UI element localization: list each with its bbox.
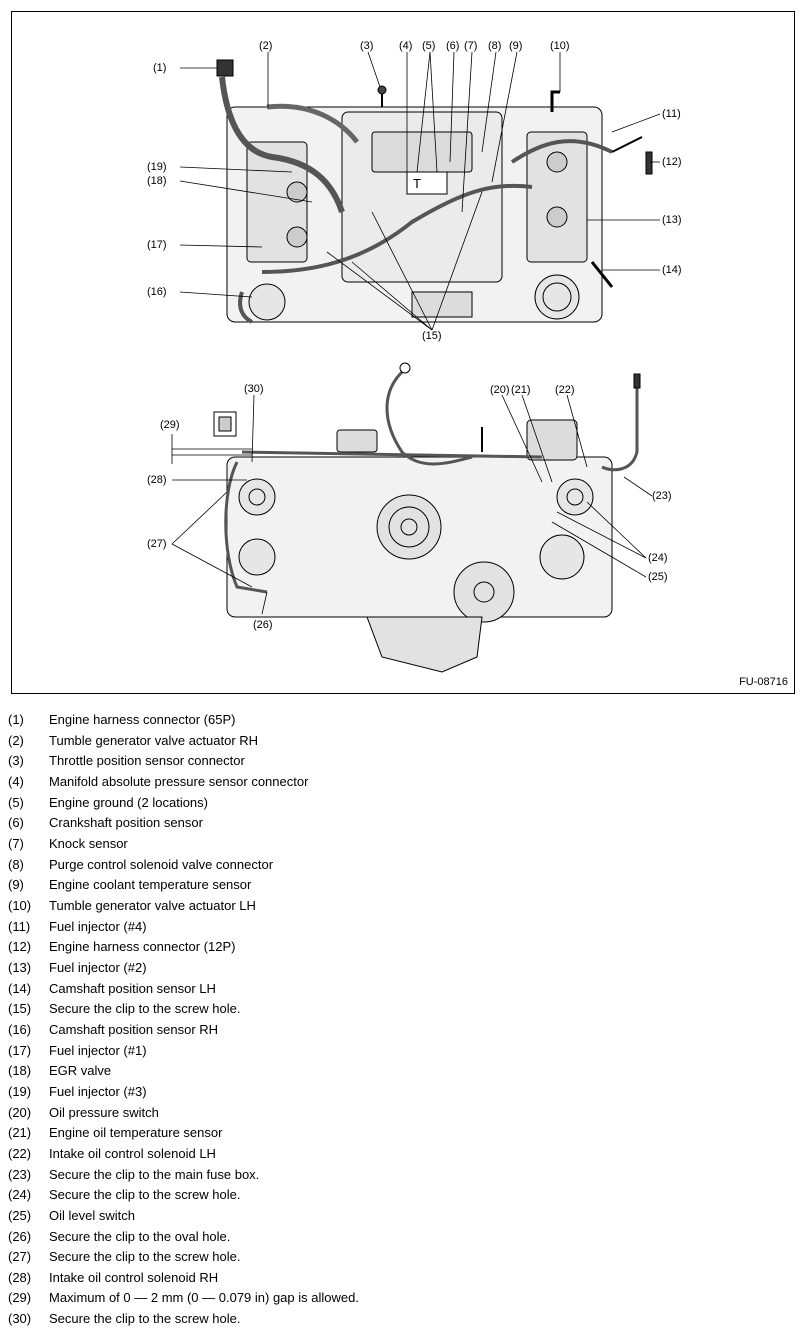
figure-id: FU-08716 bbox=[739, 676, 788, 688]
legend-item-number: (17) bbox=[8, 1042, 32, 1058]
callout-17: (17) bbox=[147, 239, 167, 251]
legend-item-text: Oil pressure switch bbox=[49, 1104, 159, 1120]
legend-item-number: (13) bbox=[8, 959, 32, 975]
legend-item-text: Intake oil control solenoid LH bbox=[49, 1145, 216, 1161]
legend-item-number: (6) bbox=[8, 815, 24, 831]
legend-item-text: Secure the clip to the screw hole. bbox=[49, 1311, 241, 1327]
legend-item-text: Secure the clip to the oval hole. bbox=[49, 1228, 231, 1244]
callout-3: (3) bbox=[360, 40, 374, 52]
callout-10: (10) bbox=[550, 40, 570, 52]
legend-item-text: Throttle position sensor connector bbox=[49, 753, 245, 769]
legend-item-number: (11) bbox=[8, 918, 31, 934]
legend-item-text: Engine ground (2 locations) bbox=[49, 794, 208, 810]
legend-item-text: Engine coolant temperature sensor bbox=[49, 877, 252, 893]
legend-item-text: Secure the clip to the screw hole. bbox=[49, 1001, 241, 1017]
callout-28: (28) bbox=[147, 474, 167, 486]
center-mark-text: T bbox=[413, 176, 421, 191]
legend-item-number: (26) bbox=[8, 1228, 32, 1244]
legend-item-text: Secure the clip to the main fuse box. bbox=[49, 1166, 260, 1182]
legend-item-number: (25) bbox=[8, 1207, 32, 1223]
legend-item-text: Purge control solenoid valve connector bbox=[49, 856, 274, 872]
legend-item-number: (30) bbox=[8, 1311, 32, 1327]
callout-23: (23) bbox=[652, 490, 672, 502]
legend-item-number: (23) bbox=[8, 1166, 32, 1182]
legend-item-number: (4) bbox=[8, 773, 24, 789]
legend-item-text: Fuel injector (#3) bbox=[49, 1083, 147, 1099]
callout-16: (16) bbox=[147, 286, 167, 298]
callout-12: (12) bbox=[662, 156, 682, 168]
callout-24: (24) bbox=[648, 552, 668, 564]
legend-item-text: Maximum of 0 — 2 mm (0 — 0.079 in) gap i… bbox=[49, 1290, 359, 1306]
callout-2: (2) bbox=[259, 40, 273, 52]
legend-item-number: (12) bbox=[8, 939, 32, 955]
legend-item-text: Crankshaft position sensor bbox=[49, 815, 203, 831]
legend-item-number: (14) bbox=[8, 980, 32, 996]
callout-25: (25) bbox=[648, 571, 668, 583]
legend-item-number: (21) bbox=[8, 1125, 32, 1141]
front-engine-view bbox=[213, 362, 641, 673]
callout-26: (26) bbox=[253, 619, 273, 631]
legend-item-number: (9) bbox=[8, 877, 24, 893]
callout-11: (11) bbox=[662, 108, 681, 120]
legend-item-number: (3) bbox=[8, 753, 24, 769]
legend-item-number: (5) bbox=[8, 794, 24, 810]
legend-item-number: (18) bbox=[8, 1063, 32, 1079]
legend-item-text: Engine harness connector (65P) bbox=[49, 712, 236, 727]
legend-item-number: (28) bbox=[8, 1269, 32, 1285]
leader-lines-front bbox=[171, 394, 653, 615]
callout-30: (30) bbox=[244, 383, 264, 395]
legend-item-text: Engine harness connector (12P) bbox=[49, 939, 236, 955]
legend-item-text: Camshaft position sensor LH bbox=[49, 980, 216, 996]
callout-20: (20) bbox=[490, 384, 510, 396]
legend-item-number: (20) bbox=[8, 1104, 32, 1120]
callout-18: (18) bbox=[147, 175, 167, 187]
callout-1: (1) bbox=[153, 62, 167, 74]
callout-7: (7) bbox=[464, 40, 478, 52]
legend-item-text: Fuel injector (#1) bbox=[49, 1042, 147, 1058]
legend-item-text: Engine oil temperature sensor bbox=[49, 1125, 223, 1141]
legend-item-text: Secure the clip to the screw hole. bbox=[49, 1249, 241, 1265]
callout-15: (15) bbox=[422, 330, 442, 342]
callout-6: (6) bbox=[446, 40, 460, 52]
callout-4: (4) bbox=[399, 40, 413, 52]
legend-item-number: (8) bbox=[8, 856, 24, 872]
callout-13: (13) bbox=[662, 214, 682, 226]
legend-item-number: (24) bbox=[8, 1187, 32, 1203]
callout-5: (5) bbox=[422, 40, 436, 52]
legend-item-text: Intake oil control solenoid RH bbox=[49, 1269, 219, 1285]
legend-item-number: (22) bbox=[8, 1145, 32, 1161]
callout-22: (22) bbox=[555, 384, 575, 396]
legend-item-text: Camshaft position sensor RH bbox=[49, 1021, 219, 1037]
legend-item-number: (27) bbox=[8, 1249, 32, 1265]
legend-item-number: (1) bbox=[8, 712, 24, 727]
top-engine-view bbox=[216, 59, 653, 324]
legend-item-number: (29) bbox=[8, 1290, 32, 1306]
callout-8: (8) bbox=[488, 40, 502, 52]
legend-item-text: Secure the clip to the screw hole. bbox=[49, 1187, 241, 1203]
legend-item-text: Fuel injector (#2) bbox=[49, 959, 147, 975]
legend-item-number: (7) bbox=[8, 835, 24, 851]
callout-14: (14) bbox=[662, 264, 682, 276]
legend-item-number: (15) bbox=[8, 1001, 32, 1017]
legend-item-text: Tumble generator valve actuator LH bbox=[49, 897, 256, 913]
callout-19: (19) bbox=[147, 161, 167, 173]
legend-item-number: (2) bbox=[8, 732, 24, 748]
callout-29: (29) bbox=[160, 419, 180, 431]
leader-lines-top bbox=[179, 51, 661, 331]
legend-item-text: Manifold absolute pressure sensor connec… bbox=[49, 773, 309, 789]
legend-item-number: (19) bbox=[8, 1083, 32, 1099]
legend-item-text: Tumble generator valve actuator RH bbox=[49, 732, 259, 748]
legend-item-text: EGR valve bbox=[49, 1063, 112, 1079]
legend-item-number: (16) bbox=[8, 1021, 32, 1037]
callout-27: (27) bbox=[147, 538, 167, 550]
callout-9: (9) bbox=[509, 40, 523, 52]
legend-item-text: Fuel injector (#4) bbox=[49, 918, 147, 934]
legend-item-number: (10) bbox=[8, 897, 32, 913]
legend-item-text: Oil level switch bbox=[49, 1207, 135, 1223]
callout-21: (21) bbox=[511, 384, 531, 396]
legend-item-text: Knock sensor bbox=[49, 835, 128, 851]
diagram-frame: T (1) (2) (3) (4) (5) (6) (7) (8) (9) (1… bbox=[11, 11, 795, 694]
engine-harness-illustration: T bbox=[171, 51, 661, 673]
